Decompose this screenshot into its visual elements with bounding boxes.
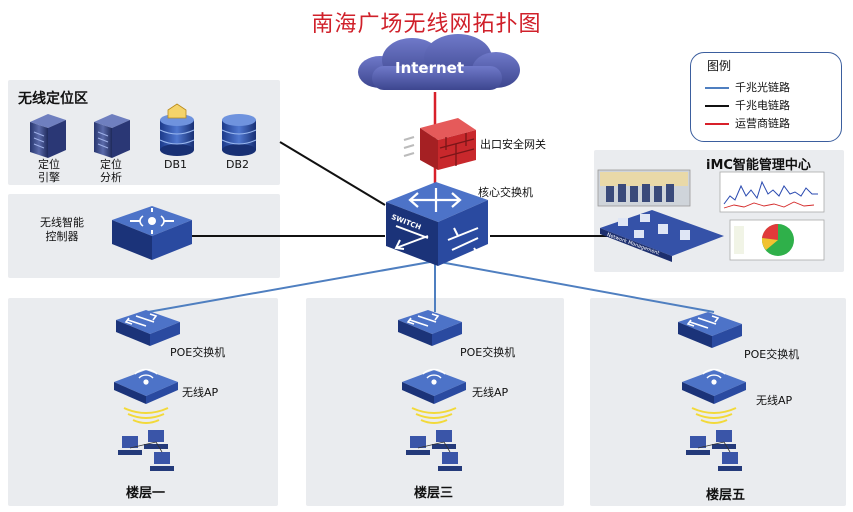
server-label: DB2 bbox=[226, 158, 250, 171]
server-label: DB1 bbox=[164, 158, 188, 171]
fiber-link-floor1 bbox=[147, 261, 431, 313]
legend-swatch bbox=[705, 105, 729, 107]
legend: 图例 千兆光链路 千兆电链路 运营商链路 bbox=[690, 52, 842, 142]
poe-switch-icon bbox=[678, 312, 742, 348]
server-label: 定位 引擎 bbox=[38, 158, 60, 184]
imc-title: iMC智能管理中心 bbox=[706, 158, 811, 173]
firewall-label: 出口安全网关 bbox=[480, 138, 546, 151]
diagram-title: 南海广场无线网拓扑图 bbox=[311, 12, 542, 37]
wireless-ap-icon bbox=[114, 368, 178, 424]
workstation-cluster-icon bbox=[118, 430, 174, 471]
floor-switch-label: POE交换机 bbox=[744, 348, 800, 361]
server-label: 定位 分析 bbox=[100, 158, 122, 184]
database-icon bbox=[159, 103, 195, 156]
core-switch-icon bbox=[386, 182, 488, 266]
cloud-icon bbox=[358, 34, 520, 90]
legend-label: 运营商链路 bbox=[735, 117, 790, 130]
legend-item-fiber: 千兆光链路 bbox=[705, 79, 790, 95]
workstation-cluster-icon bbox=[406, 430, 462, 471]
firewall-icon bbox=[403, 118, 476, 170]
imc-pie-chart-screenshot bbox=[729, 219, 825, 261]
network-management-platform-icon bbox=[600, 210, 724, 262]
legend-label: 千兆电链路 bbox=[735, 99, 790, 112]
floor-name: 楼层一 bbox=[126, 486, 166, 501]
imc-traffic-graph-screenshot bbox=[719, 171, 825, 213]
legend-swatch bbox=[705, 123, 729, 125]
poe-switch-icon bbox=[398, 310, 462, 346]
legend-label: 千兆光链路 bbox=[735, 81, 790, 94]
floor-name: 楼层五 bbox=[706, 488, 746, 503]
fiber-link-floor5 bbox=[439, 261, 715, 313]
floor-ap-label: 无线AP bbox=[472, 386, 509, 399]
floor-switch-label: POE交换机 bbox=[460, 346, 516, 359]
wireless-ap-icon bbox=[682, 368, 746, 424]
location-copper-link bbox=[279, 141, 386, 206]
legend-item-copper: 千兆电链路 bbox=[705, 97, 790, 113]
imc-monitor-room-screenshot bbox=[597, 169, 691, 207]
floor-ap-label: 无线AP bbox=[756, 394, 793, 407]
floor-switch-label: POE交换机 bbox=[170, 346, 226, 359]
poe-switch-icon bbox=[116, 310, 180, 346]
internet-label: Internet bbox=[395, 59, 465, 77]
wireless-ap-icon bbox=[402, 368, 466, 424]
controller-label: 无线智能 控制器 bbox=[40, 216, 84, 243]
legend-heading: 图例 bbox=[707, 59, 732, 73]
workstation-cluster-icon bbox=[686, 430, 742, 471]
floor-name: 楼层三 bbox=[414, 486, 454, 501]
server-icon bbox=[30, 114, 66, 158]
wireless-controller-icon bbox=[112, 206, 192, 260]
location-zone-title: 无线定位区 bbox=[18, 91, 88, 107]
legend-item-isp: 运营商链路 bbox=[705, 115, 790, 131]
legend-swatch bbox=[705, 87, 729, 89]
server-icon bbox=[94, 114, 130, 158]
floor-ap-label: 无线AP bbox=[182, 386, 219, 399]
core-switch-label: 核心交换机 bbox=[478, 186, 533, 199]
database-icon bbox=[221, 114, 257, 156]
